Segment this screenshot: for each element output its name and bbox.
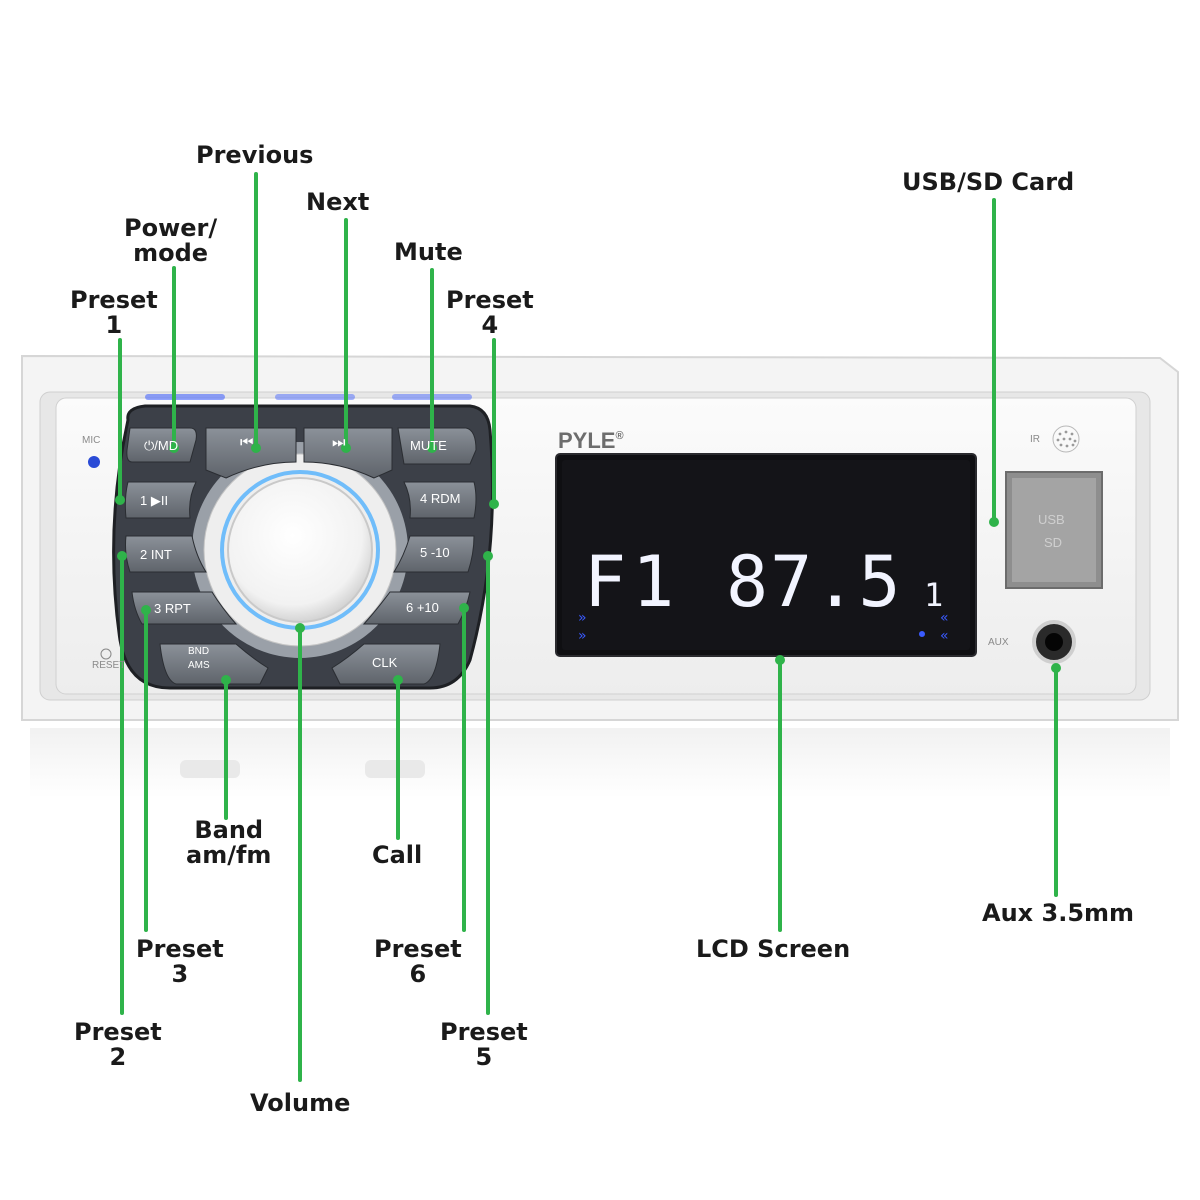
preset3-button[interactable]: 3 RPT: [154, 601, 191, 616]
reset-button[interactable]: [100, 648, 112, 660]
lcd-dot-icon: [919, 631, 925, 637]
usb-sd-slot[interactable]: [1005, 471, 1103, 589]
usb-slot-label: USB: [1038, 512, 1065, 527]
callout-mute: Mute: [394, 238, 463, 266]
ir-label: IR: [1030, 434, 1040, 445]
callout-band: Band am/fm: [186, 816, 272, 869]
mic-indicator: [88, 456, 100, 468]
callout-preset3: Preset 3: [136, 935, 224, 988]
callout-lines: [118, 172, 1058, 1082]
mute-button[interactable]: MUTE: [410, 438, 447, 453]
callout-preset1: Preset 1: [70, 286, 158, 339]
callout-preset2: Preset 2: [74, 1018, 162, 1071]
lcd-preset-indicator: 1: [924, 576, 943, 614]
preset1-button[interactable]: 1 ▶II: [140, 493, 169, 508]
band-button-top[interactable]: BND: [188, 646, 210, 657]
callout-dots: [115, 443, 1061, 685]
sd-slot-label: SD: [1044, 535, 1063, 550]
preset6-button[interactable]: 6 +10: [406, 600, 439, 615]
callout-lcd: LCD Screen: [696, 935, 851, 963]
callout-power-mode: Power/ mode: [124, 214, 218, 267]
callout-next: Next: [306, 188, 370, 216]
lcd-rewind-icon: «: [940, 628, 949, 644]
reset-label: RESET: [92, 660, 126, 671]
preset4-button[interactable]: 4 RDM: [420, 491, 461, 506]
lcd-scan-icon: »: [578, 628, 587, 644]
lcd-rewind-icon: «: [940, 610, 949, 626]
callout-preset4: Preset 4: [446, 286, 534, 339]
aux-jack[interactable]: [1032, 620, 1076, 664]
reflection: [30, 728, 1170, 798]
brand-logo: PYLE®: [558, 428, 624, 453]
mic-label: MIC: [82, 435, 101, 446]
lcd-screen: F1 87.5 1 » » « «: [555, 453, 977, 657]
clk-call-button[interactable]: CLK: [372, 655, 398, 670]
ir-sensor: [1052, 425, 1080, 453]
callout-volume: Volume: [250, 1089, 351, 1117]
aux-label: AUX: [988, 637, 1009, 648]
lcd-band: F1: [584, 541, 680, 623]
volume-knob[interactable]: [220, 470, 380, 630]
button-shapes: [124, 427, 477, 685]
callout-preset6: Preset 6: [374, 935, 462, 988]
lcd-scan-icon: »: [578, 610, 587, 626]
lcd-frequency: 87.5: [726, 541, 903, 623]
callout-call: Call: [372, 841, 423, 869]
callout-preset5: Preset 5: [440, 1018, 528, 1071]
preset2-button[interactable]: 2 INT: [140, 547, 172, 562]
callout-aux: Aux 3.5mm: [982, 899, 1135, 927]
preset5-button[interactable]: 5 -10: [420, 545, 450, 560]
previous-button[interactable]: ⏮: [240, 434, 254, 451]
callout-previous: Previous: [196, 141, 314, 169]
next-button[interactable]: ⏭: [332, 434, 346, 451]
power-mode-button[interactable]: ⏻/MD: [144, 438, 179, 453]
band-button-bottom[interactable]: AMS: [188, 660, 210, 671]
callout-usb-sd: USB/SD Card: [902, 168, 1075, 196]
